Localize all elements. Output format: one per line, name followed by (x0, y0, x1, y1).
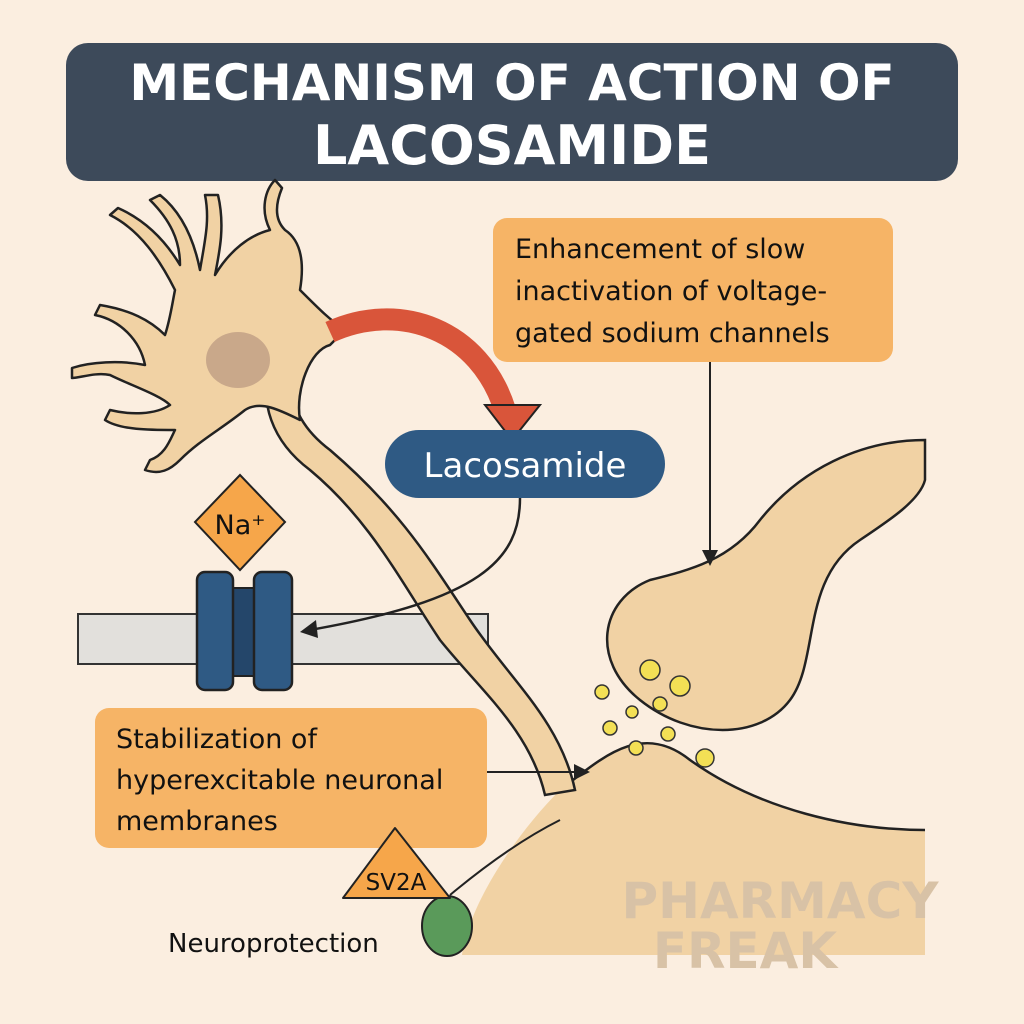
watermark: PHARMACY FREAK (621, 872, 939, 980)
box-text-line: gated sodium channels (515, 318, 830, 349)
neuron (70, 178, 577, 797)
ion-label: Na⁺ (215, 510, 266, 541)
watermark-line-1: PHARMACY (621, 872, 939, 930)
postsynaptic-body (462, 743, 925, 955)
sv2a-label: SV2A (366, 870, 427, 896)
title-line-2: LACOSAMIDE (313, 114, 711, 177)
lacosamide-pill: Lacosamide (385, 430, 665, 498)
box-text-line: Enhancement of slow (515, 234, 805, 265)
title-line-1: MECHANISM OF ACTION OF (129, 54, 894, 112)
nucleus (206, 332, 270, 388)
sodium-ion-diamond: Na⁺ (193, 473, 287, 572)
arrow-head (702, 550, 718, 566)
postsynaptic-neuron-shape (605, 438, 927, 732)
slow-inactivation-box: Enhancement of slow inactivation of volt… (493, 218, 893, 362)
arrow-head (574, 764, 590, 780)
sv2a-triangle: SV2A (342, 827, 451, 899)
red-arrow (325, 308, 516, 414)
stabilization-box: Stabilization of hyperexcitable neuronal… (95, 708, 487, 848)
box-text-line: hyperexcitable neuronal (116, 765, 443, 796)
arrow-head (300, 620, 318, 638)
title-banner: MECHANISM OF ACTION OF LACOSAMIDE (66, 43, 958, 181)
drug-label: Lacosamide (424, 446, 627, 486)
neuroprotection-label: Neuroprotection (168, 929, 379, 959)
box-text-line: Stabilization of (116, 724, 318, 755)
sv2a-protein (421, 895, 473, 957)
box-text-line: inactivation of voltage- (515, 276, 827, 307)
box-text-line: membranes (116, 806, 278, 837)
sodium-channel (195, 570, 294, 692)
vesicles (594, 659, 715, 768)
watermark-line-2: FREAK (653, 922, 840, 980)
